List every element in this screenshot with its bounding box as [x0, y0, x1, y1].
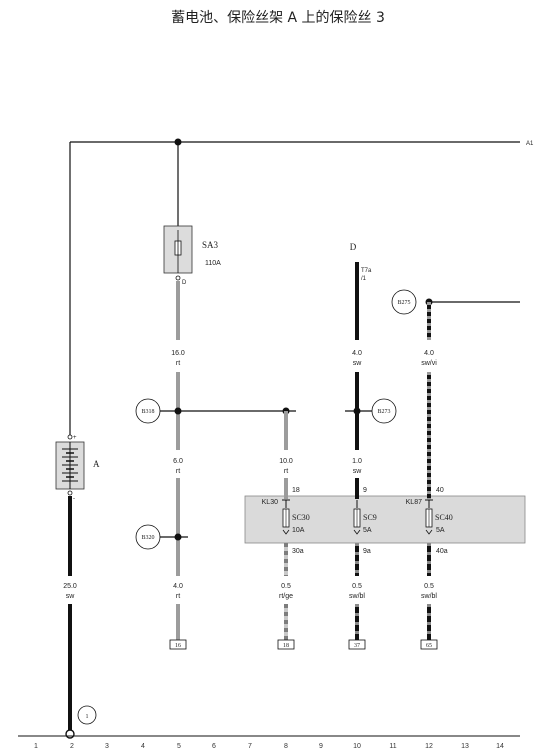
ruler-1: 1	[34, 743, 38, 750]
fuse-holder-panel	[244, 495, 526, 544]
ref-65-label: 65	[426, 643, 432, 649]
fuse-sc30-label: SC30	[292, 513, 310, 522]
ruler-5: 5	[177, 743, 181, 750]
fuse-sc40-rating: 5A	[436, 527, 445, 534]
battery-plus-label: +	[73, 435, 77, 441]
fuse-sc30-pin-in: 18	[292, 487, 300, 494]
wire-10-color: rt	[284, 468, 288, 475]
ruler-4: 4	[141, 743, 145, 750]
ref-box-65	[420, 639, 438, 650]
wire-05-rtge-size: 0.5	[281, 583, 291, 590]
wire-05-swbl-2-color: sw/bl	[421, 593, 437, 600]
fuse-sc30-pin-out: 30a	[292, 548, 304, 555]
ref-box-16	[169, 639, 187, 650]
ruler-2: 2	[70, 743, 74, 750]
wire-4-swvi-size: 4.0	[424, 350, 434, 357]
wire-05-rtge-color: rt/ge	[279, 593, 293, 600]
ruler-3: 3	[105, 743, 109, 750]
ref-37-label: 37	[354, 643, 360, 649]
splice-b318-label: B318	[141, 409, 154, 415]
splice-b273-label: B273	[377, 409, 390, 415]
wire-05-swbl-1-color: sw/bl	[349, 593, 365, 600]
diagram-title: 蓄电池、保险丝架 A 上的保险丝 3	[171, 10, 385, 26]
fuse-sc40-pin-in: 40	[436, 487, 444, 494]
terminal-kl87: KL87	[406, 499, 422, 506]
ref-box-37	[348, 639, 366, 650]
wire-6-color: rt	[176, 468, 180, 475]
fuse-sa3-pin	[175, 275, 181, 281]
terminal-kl30: KL30	[262, 499, 278, 506]
fuse-sc9-pin-out: 9a	[363, 548, 371, 555]
splice-b275-label: B275	[397, 300, 410, 306]
ground-wire-size: 25.0	[63, 583, 77, 590]
battery-minus-label: -	[73, 496, 75, 502]
ref-16-label: 16	[175, 643, 181, 649]
fuse-sc9-pin-in: 9	[363, 487, 367, 494]
wire-4-size: 4.0	[173, 583, 183, 590]
wire-1-sw-size: 1.0	[352, 458, 362, 465]
wire-4-sw-color: sw	[353, 360, 363, 367]
fuse-sa3-rating: 110A	[205, 260, 221, 267]
wire-10-size: 10.0	[279, 458, 293, 465]
wire-4-color: rt	[176, 593, 180, 600]
fuse-sc9-label: SC9	[363, 513, 377, 522]
splice-b318-circle	[135, 398, 161, 424]
ruler-11: 11	[389, 743, 396, 750]
fuse-sc9-rating: 5A	[363, 527, 372, 534]
connector-d-pin-no: /1	[361, 276, 367, 282]
ruler-8: 8	[284, 743, 288, 750]
ruler-7: 7	[248, 743, 252, 750]
splice-b320-label: B320	[141, 535, 154, 541]
fuse-sc40-label: SC40	[435, 513, 453, 522]
wire-05-swbl-1-size: 0.5	[352, 583, 362, 590]
ruler-6: 6	[212, 743, 216, 750]
ground-reference-label: 1	[86, 714, 89, 720]
battery-a	[55, 434, 85, 496]
fuse-sa3-label: SA3	[202, 240, 219, 250]
wire-1-sw-color: sw	[353, 468, 363, 475]
wire-4-sw-size: 4.0	[352, 350, 362, 357]
ruler-10: 10	[353, 743, 361, 750]
wire-16-size: 16.0	[171, 350, 185, 357]
wire-6-size: 6.0	[173, 458, 183, 465]
ground-reference-circle	[77, 705, 97, 725]
ruler-13: 13	[461, 743, 469, 750]
edge-reference-a1: A1	[526, 141, 534, 147]
ruler-9: 9	[319, 743, 323, 750]
ruler-14: 14	[496, 743, 504, 750]
ruler-12: 12	[425, 743, 433, 750]
wire-16-color: rt	[176, 360, 180, 367]
wire-05-swbl-2-size: 0.5	[424, 583, 434, 590]
fuse-sc30-rating: 10A	[292, 527, 305, 534]
connector-d-pin: T7a	[361, 268, 372, 274]
ground-point-marker	[65, 729, 75, 739]
battery-plus-terminal	[67, 434, 73, 440]
battery-label: A	[93, 459, 100, 469]
splice-b275-circle	[391, 289, 417, 315]
battery-minus-terminal	[67, 490, 73, 496]
ref-18-label: 18	[283, 643, 289, 649]
ground-wire-color: sw	[66, 593, 76, 600]
column-ruler: 1 2 3 4 5 6 7 8 9 10 11 12 13 14	[34, 743, 504, 750]
ref-box-18	[277, 639, 295, 650]
splice-b320-circle	[135, 524, 161, 550]
wire-4-swvi-color: sw/vi	[421, 360, 437, 367]
fuse-sc40-pin-out: 40a	[436, 548, 448, 555]
fuse-sa3-pin-label: D	[182, 280, 187, 286]
connector-d-label: D	[350, 242, 357, 252]
splice-b273-circle	[371, 398, 397, 424]
